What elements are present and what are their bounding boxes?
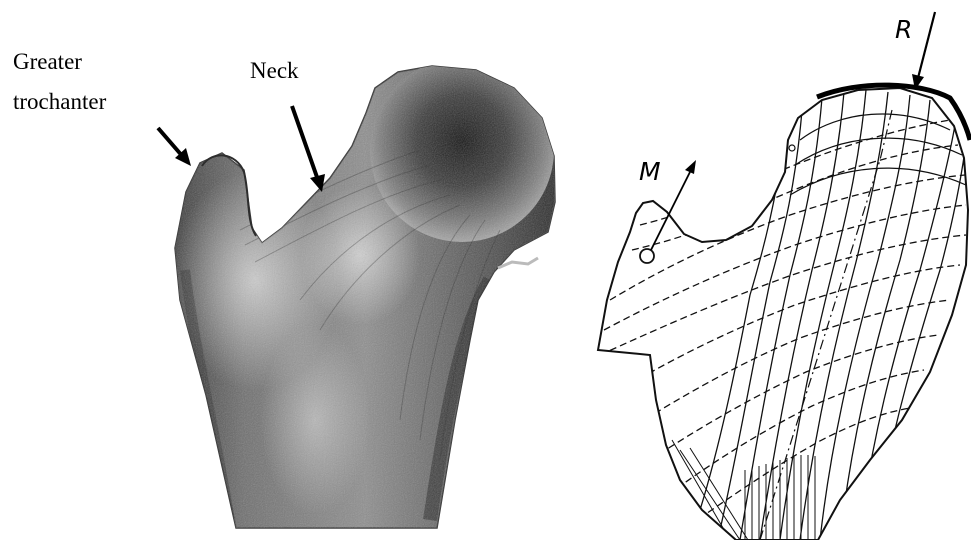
label-neck: Neck	[250, 58, 299, 83]
label-force-r: R	[895, 15, 912, 44]
arrow-force-r	[912, 12, 935, 90]
grain-overlay	[160, 60, 570, 540]
label-greater-line2: trochanter	[13, 89, 107, 114]
stress-trajectory-diagram	[598, 85, 970, 540]
label-force-m: M	[639, 157, 661, 186]
arrow-neck	[292, 106, 325, 192]
arrow-greater-trochanter	[158, 128, 191, 166]
label-greater-line1: Greater	[13, 49, 82, 74]
femur-outline-diagram	[598, 88, 968, 540]
femur-radiograph	[160, 58, 570, 540]
